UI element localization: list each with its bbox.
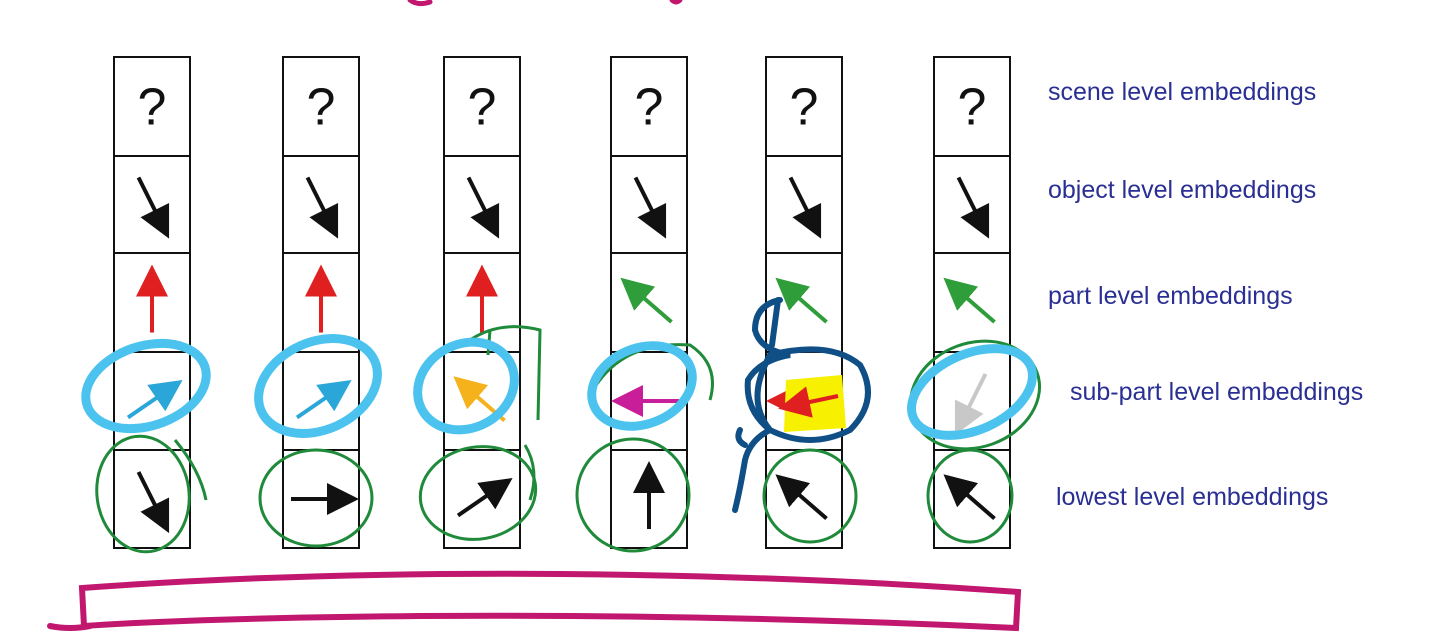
scene-unknown-mark: ? — [307, 79, 336, 137]
scene-unknown-mark: ? — [958, 79, 987, 137]
scene-unknown-mark: ? — [138, 79, 167, 137]
embedding-column-2: ? — [282, 56, 360, 549]
part-embedding-arrow-icon — [775, 277, 828, 324]
scene-unknown-mark: ? — [468, 79, 497, 137]
subpart-embedding-arrow-icon — [126, 379, 183, 420]
embedding-column-5: ? — [765, 56, 843, 549]
cyan-ink-circles — [81, 334, 1037, 440]
lowest-embedding-arrow-icon — [136, 471, 170, 534]
object-embedding-arrow-icon — [136, 176, 170, 239]
label-lowest-level: lowest level embeddings — [1056, 483, 1329, 511]
object-embedding-arrow-icon — [633, 176, 667, 239]
subpart-embedding-arrow-icon — [295, 379, 352, 420]
label-subpart-level: sub-part level embeddings — [1070, 378, 1364, 406]
label-object-level: object level embeddings — [1048, 176, 1317, 204]
embedding-column-1: ? — [113, 56, 191, 549]
embedding-column-3: ? — [443, 56, 521, 549]
object-embedding-arrow-icon — [466, 176, 500, 239]
scene-unknown-mark: ? — [635, 79, 664, 137]
lowest-embedding-arrow-icon — [775, 474, 828, 521]
label-part-level: part level embeddings — [1048, 282, 1293, 310]
magenta-bracket-box — [47, 570, 1022, 632]
label-scene-level: scene level embeddings — [1048, 78, 1317, 106]
col5-subpart-arrow-overlay — [778, 386, 839, 418]
object-embedding-arrow-icon — [788, 176, 822, 239]
lowest-embedding-arrow-icon — [943, 474, 996, 521]
object-embedding-arrow-icon — [956, 176, 990, 239]
object-embedding-arrow-icon — [305, 176, 339, 239]
part-embedding-arrow-icon — [620, 277, 673, 324]
scene-unknown-mark: ? — [790, 79, 819, 137]
green-ink-circles — [95, 325, 1042, 554]
subpart-embedding-arrow-icon — [954, 373, 988, 436]
lowest-embedding-arrow-icon — [456, 477, 513, 518]
embedding-column-6: ? — [933, 56, 1011, 549]
embedding-column-4: ? — [610, 56, 688, 549]
top-ink-scribble — [407, 0, 683, 7]
cell-lowest — [443, 449, 521, 549]
navy-ink-scribble — [732, 297, 871, 513]
part-embedding-arrow-icon — [943, 277, 996, 324]
